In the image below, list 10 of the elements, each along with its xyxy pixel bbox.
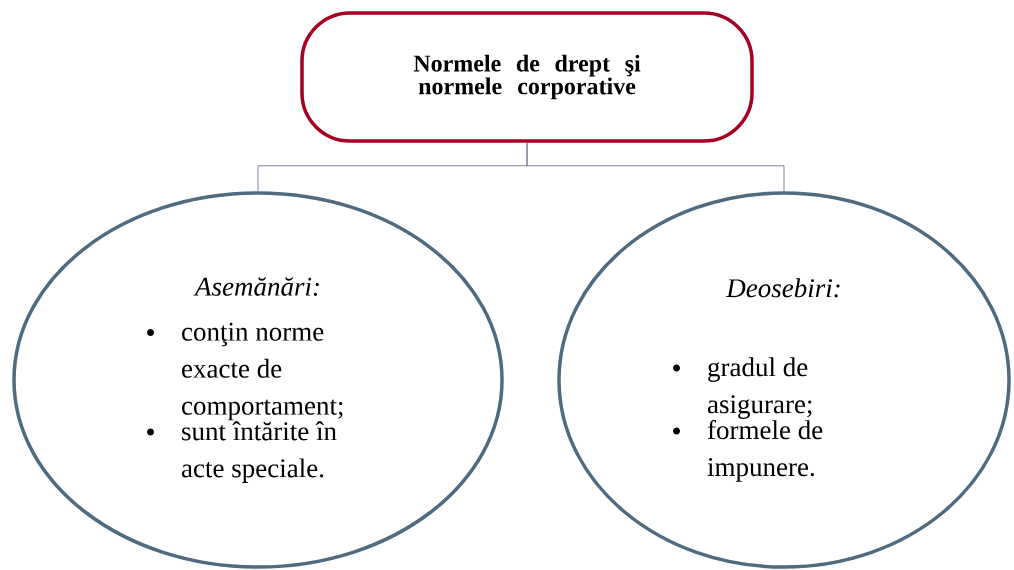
oval-box <box>557 191 1011 569</box>
connector-line <box>526 142 785 192</box>
list-item: sunt întărite în acte speciale. <box>147 421 337 483</box>
list-item: gradul de asigurare; <box>673 357 812 419</box>
heading: Asemănări: <box>193 277 319 296</box>
title-box: Normele de drept şi normele corporative <box>300 11 754 143</box>
oval-box <box>12 191 504 569</box>
heading: Deosebiri: <box>725 278 840 298</box>
list-item: conţin norme exacte de comportament; <box>147 322 343 421</box>
list-item: formele de impunere. <box>673 419 823 482</box>
